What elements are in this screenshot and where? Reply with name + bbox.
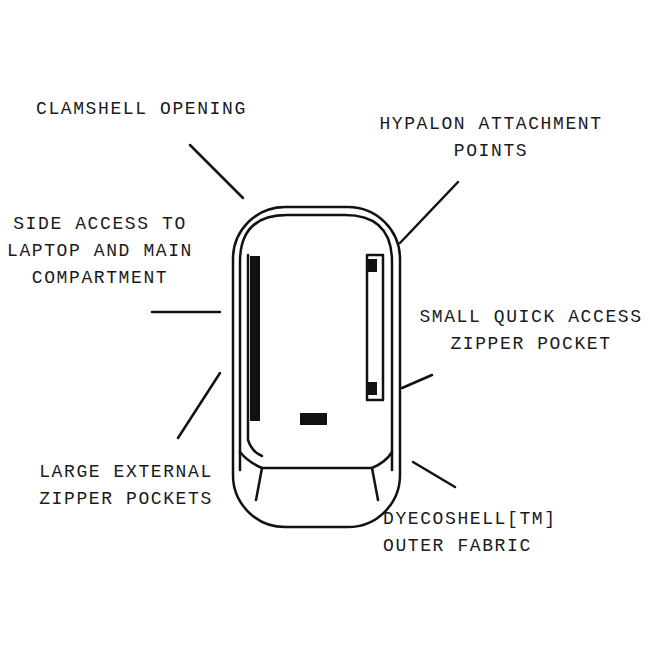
side-access-zipper bbox=[250, 256, 260, 421]
leader-line bbox=[413, 462, 455, 487]
quick-access-zipper bbox=[300, 413, 327, 425]
band-seam bbox=[372, 468, 378, 500]
callout-label: SMALL QUICK ACCESS ZIPPER POCKET bbox=[414, 304, 648, 358]
inner-body bbox=[240, 215, 392, 470]
callout-label: LARGE EXTERNAL ZIPPER POCKETS bbox=[26, 459, 226, 513]
callout-label: SIDE ACCESS TO LAPTOP AND MAIN COMPARTME… bbox=[2, 211, 198, 292]
callout-label: CLAMSHELL OPENING bbox=[36, 96, 276, 123]
callout-label: HYPALON ATTACHMENT POINTS bbox=[376, 111, 606, 165]
side-pocket-outline bbox=[367, 255, 383, 400]
hypalon-point bbox=[368, 382, 377, 395]
leader-line bbox=[178, 373, 220, 438]
band-seam bbox=[256, 468, 262, 500]
bottom-band bbox=[240, 452, 392, 468]
leader-line bbox=[402, 375, 432, 388]
outer-shell bbox=[233, 207, 400, 527]
hypalon-point bbox=[368, 259, 377, 272]
callout-label: DYECOSHELL[TM] OUTER FABRIC bbox=[383, 506, 583, 560]
side-zip-line bbox=[248, 255, 262, 456]
leader-line bbox=[400, 182, 458, 243]
leader-line bbox=[152, 311, 220, 314]
leader-line bbox=[190, 145, 243, 198]
